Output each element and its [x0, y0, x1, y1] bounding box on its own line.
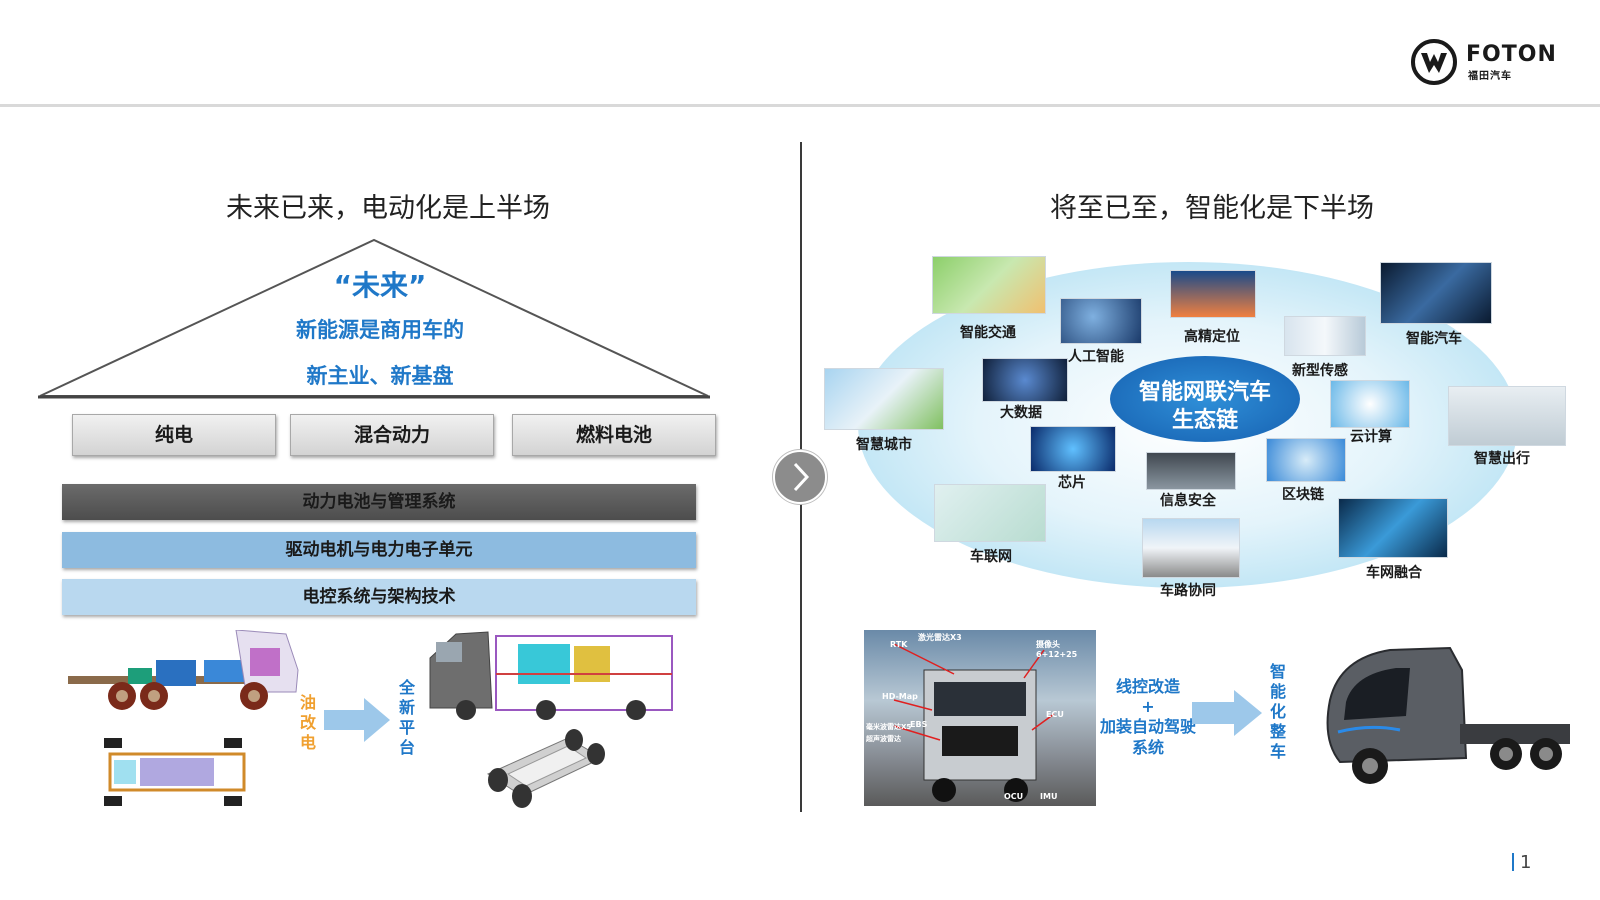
arrow-right-icon-2	[1192, 690, 1262, 736]
truck-front-graphic	[893, 643, 1055, 802]
node-info-security: 信息安全	[1160, 493, 1216, 509]
new-platform-truck-image	[429, 631, 673, 720]
roof-line-3: 新主业、新基盘	[306, 364, 454, 388]
pillar-bev: 纯电	[72, 414, 276, 456]
retrofit-line-1: 线控改造	[1115, 677, 1180, 696]
foton-emblem-icon	[1411, 39, 1457, 85]
roof-triangle	[38, 238, 710, 399]
big-data-image	[982, 358, 1068, 402]
node-cloud: 云计算	[1350, 429, 1392, 445]
brand-name: FOTON	[1466, 42, 1557, 67]
arrow-right-icon	[324, 698, 390, 742]
new-sensing-image	[1284, 316, 1366, 356]
tag-ultrasonic: 超声波雷达	[866, 735, 901, 743]
next-button[interactable]	[773, 450, 827, 504]
node-iov: 车联网	[970, 549, 1012, 565]
left-heading: 未来已来，电动化是上半场	[226, 193, 550, 224]
tag-ocu: OCU	[1004, 792, 1024, 801]
pillar-fuel-cell: 燃料电池	[512, 414, 716, 456]
node-smart-traffic: 智能交通	[960, 325, 1016, 341]
smart-traffic-image	[932, 256, 1046, 314]
vehicle-network-image	[1338, 498, 1448, 558]
concept-truck-image	[1326, 646, 1570, 784]
tag-hd-map: HD-Map	[882, 692, 918, 701]
new-platform-label: 全新平台	[398, 678, 415, 757]
page-number: 1	[1520, 852, 1532, 873]
node-smart-vehicle: 智能汽车	[1406, 331, 1462, 347]
info-security-image	[1146, 452, 1236, 490]
page-number-marker	[1512, 853, 1514, 871]
hd-positioning-image	[1170, 270, 1256, 318]
smart-city-image	[824, 368, 944, 430]
blockchain-image	[1266, 438, 1346, 482]
right-heading: 将至已至，智能化是下半场	[1050, 193, 1374, 224]
layer-control: 电控系统与架构技术	[62, 579, 696, 615]
retrofit-plus: +	[1141, 697, 1155, 716]
foton-logo: FOTON 福田汽车	[1410, 36, 1570, 88]
node-hd-positioning: 高精定位	[1184, 329, 1240, 345]
node-vehicle-network: 车网融合	[1366, 565, 1422, 581]
tag-imu: IMU	[1040, 792, 1058, 801]
node-blockchain: 区块链	[1282, 487, 1324, 503]
smart-vehicle-image	[1380, 262, 1492, 324]
v2x-image	[1142, 518, 1240, 578]
tag-ebs: EBS	[910, 720, 928, 729]
node-ai: 人工智能	[1068, 349, 1124, 365]
brand-subtitle: 福田汽车	[1468, 71, 1512, 82]
oil-to-electric-label: 油改电	[299, 693, 316, 752]
ecosystem-title-line-1: 智能网联汽车	[1138, 380, 1271, 405]
pillar-hybrid: 混合动力	[290, 414, 494, 456]
node-big-data: 大数据	[1000, 405, 1042, 421]
tag-mmwave: 毫米波雷达X5	[866, 723, 912, 731]
roof-title: “未来”	[333, 269, 427, 302]
chip-image	[1030, 426, 1116, 472]
node-chip: 芯片	[1058, 475, 1086, 491]
tag-ecu: ECU	[1046, 710, 1064, 719]
node-new-sensing: 新型传感	[1292, 363, 1348, 379]
roof-line-2: 新能源是商用车的	[296, 318, 464, 342]
node-smart-mobility: 智慧出行	[1474, 451, 1530, 467]
chassis-top-view-image	[104, 738, 246, 806]
ecosystem-title-line-2: 生态链	[1171, 408, 1238, 433]
skateboard-chassis-image	[486, 729, 605, 808]
iov-image	[934, 484, 1046, 542]
ai-image	[1060, 298, 1142, 344]
autonomous-truck-photo: RTK 激光雷达X3 摄像头6+12+25 HD-Map 毫米波雷达X5 超声波…	[864, 630, 1096, 806]
tag-camera: 摄像头6+12+25	[1036, 640, 1078, 659]
cloud-image	[1330, 380, 1410, 428]
layer-battery: 动力电池与管理系统	[62, 484, 696, 520]
chevron-right-icon	[793, 462, 810, 492]
retrofit-line-2: 加装自动驾驶系统	[1099, 717, 1196, 757]
truck-chassis-image	[68, 630, 299, 710]
node-v2x: 车路协同	[1160, 583, 1216, 599]
layer-motor: 驱动电机与电力电子单元	[62, 532, 696, 568]
ecosystem-center	[1110, 356, 1300, 442]
intelligent-vehicle-label: 智能化整车	[1269, 662, 1286, 761]
tag-lidar: 激光雷达X3	[918, 633, 962, 642]
node-smart-city: 智慧城市	[856, 437, 912, 453]
smart-mobility-image	[1448, 386, 1566, 446]
tag-rtk: RTK	[890, 640, 908, 649]
header-rule	[0, 104, 1600, 107]
